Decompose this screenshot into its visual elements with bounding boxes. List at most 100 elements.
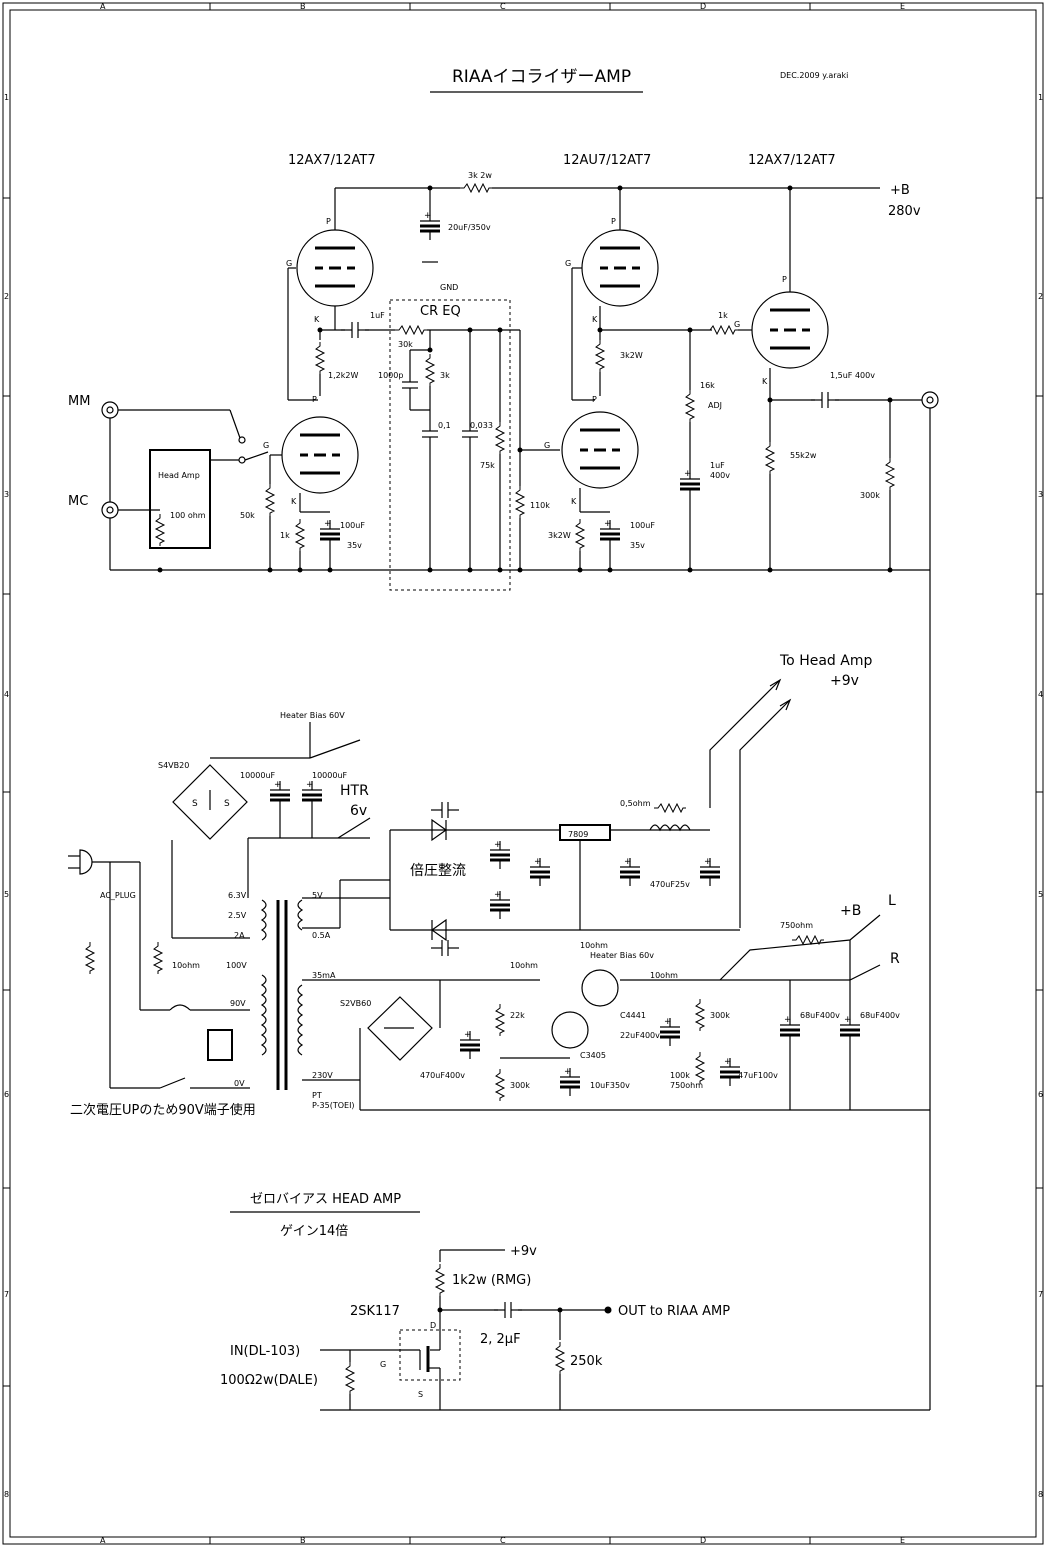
svg-text:S: S <box>192 799 198 809</box>
head-amp-source: S <box>418 1390 423 1399</box>
label-68uf400v-a: 68uF400v <box>800 1011 840 1020</box>
resistor-100ohm-2w <box>345 1361 355 1395</box>
label-10ohm-plug: 10ohm <box>172 961 200 970</box>
label-1k-grid: 1k <box>718 311 728 320</box>
capacitor-0-1 <box>421 419 439 449</box>
head-amp-gate: G <box>380 1360 386 1369</box>
col-label-e-bottom: E <box>900 1536 905 1545</box>
tube-v3 <box>750 290 830 370</box>
resistor-22k <box>495 1003 505 1037</box>
label-tap-100v: 100V <box>226 961 247 970</box>
col-label-b-bottom: B <box>300 1536 306 1545</box>
label-1-5uf: 1,5uF 400v <box>830 371 875 380</box>
pin-p-v2u: P <box>611 217 616 226</box>
capacitor-100uf-b <box>598 517 622 550</box>
row-label-7-right: 7 <box>1038 1290 1043 1299</box>
label-note-90v: 二次電圧UPのため90V端子使用 <box>70 1102 256 1118</box>
capacitor-doubler-a <box>430 801 460 819</box>
head-amp-gain: ゲイン14倍 <box>280 1224 348 1239</box>
pin-p-v3: P <box>782 275 787 284</box>
row-label-3: 3 <box>4 490 9 499</box>
label-3k2w: 3k 2w <box>468 171 492 180</box>
label-100uf-b: 100uF <box>630 521 655 530</box>
col-label-b-top: B <box>300 2 306 11</box>
resistor-3k2w-cathode <box>575 518 585 552</box>
col-label-a-bottom: A <box>100 1536 106 1545</box>
label-100uf-a: 100uF <box>340 521 365 530</box>
head-amp-r-in: 100Ω2w(DALE) <box>220 1373 318 1388</box>
bridge-s2vb60 <box>367 996 433 1061</box>
tube-label-v3: 12AX7/12AT7 <box>748 153 836 168</box>
label-pt-model: P-35(TOEI) <box>312 1101 355 1110</box>
label-tap-90v: 90V <box>230 999 246 1008</box>
row-label-2-right: 2 <box>1038 292 1043 301</box>
label-100ohm: 100 ohm <box>170 511 206 520</box>
label-c4441: C4441 <box>620 1011 646 1020</box>
label-out-l: L <box>888 893 896 909</box>
label-heater-bias-b: Heater Bias 60v <box>590 951 654 960</box>
capacitor-68uf400v-a <box>778 1013 802 1046</box>
label-plus9v-psu: +9v <box>830 673 859 689</box>
tube-v1-lower <box>280 415 360 495</box>
capacitor-doubler-b <box>430 939 460 957</box>
head-amp-title: ゼロバイアス HEAD AMP <box>250 1192 401 1207</box>
tube-v2-lower <box>560 410 640 490</box>
resistor-1k-cathode <box>295 518 305 552</box>
label-470uf400v: 470uF400v <box>420 1071 465 1080</box>
head-amp-out: OUT to RIAA AMP <box>618 1304 730 1319</box>
pin-p-v2l: P <box>592 395 597 404</box>
capacitor-doubler-c <box>488 838 512 871</box>
capacitor-20uf <box>418 209 442 242</box>
fuse-box <box>207 1029 233 1061</box>
capacitor-pre-7809 <box>528 855 552 888</box>
row-label-8-right: 8 <box>1038 1490 1043 1499</box>
label-30k: 30k <box>398 340 413 349</box>
label-3k2w-b: 3k2W <box>620 351 643 360</box>
pin-k-v3: K <box>762 377 768 386</box>
label-baiatsu: 倍圧整流 <box>410 863 466 879</box>
row-label-5-right: 5 <box>1038 890 1043 899</box>
row-label-1-right: 1 <box>1038 93 1043 102</box>
col-label-c-top: C <box>500 2 506 11</box>
row-label-6: 6 <box>4 1090 9 1099</box>
capacitor-10000uf-b <box>300 778 324 811</box>
svg-text:S: S <box>224 799 230 809</box>
label-tap-0-5a: 0.5A <box>312 931 331 940</box>
resistor-55k2w <box>765 441 775 475</box>
tube-v2-upper <box>580 228 660 308</box>
label-35v-a: 35v <box>347 541 362 550</box>
label-heater-bias: Heater Bias 60V <box>280 711 345 720</box>
label-0-033: 0,033 <box>470 421 493 430</box>
label-10000uf-b: 10000uF <box>312 771 348 780</box>
resistor-3k2w <box>459 183 493 193</box>
resistor-16k-adj <box>685 389 695 423</box>
row-label-3-right: 3 <box>1038 490 1043 499</box>
label-adj: ADJ <box>708 401 722 410</box>
capacitor-1uf-400v <box>678 467 702 500</box>
row-label-4-right: 4 <box>1038 690 1043 699</box>
label-tap-0v: 0V <box>234 1079 245 1088</box>
label-b-voltage: 280v <box>888 204 921 219</box>
label-300k-c: 300k <box>710 1011 730 1020</box>
bridge-s4vb20: S S <box>172 764 248 840</box>
row-label-1: 1 <box>4 93 9 102</box>
page-title: RIAAイコライザーAMP <box>452 67 631 87</box>
label-20uf: 20uF/350v <box>448 223 491 232</box>
label-head-amp: Head Amp <box>158 471 200 480</box>
fet-box <box>399 1329 461 1381</box>
pin-g-v1l: G <box>263 441 269 450</box>
head-amp-input: IN(DL-103) <box>230 1344 300 1359</box>
row-ticks <box>3 197 1043 1387</box>
label-htr: HTR <box>340 783 369 799</box>
resistor-plug-a <box>85 941 95 975</box>
label-tap-6-3v: 6.3V <box>228 891 247 900</box>
head-amp-box <box>149 449 211 549</box>
resistor-100k <box>695 1051 705 1085</box>
label-300k: 300k <box>860 491 880 500</box>
label-1uf-400v: 1uF <box>710 461 725 470</box>
pin-p-v1l: P <box>312 395 317 404</box>
label-tap-2-5v: 2.5V <box>228 911 247 920</box>
label-22k: 22k <box>510 1011 525 1020</box>
resistor-750ohm-b <box>791 935 825 945</box>
capacitor-47uf100v <box>718 1055 742 1088</box>
